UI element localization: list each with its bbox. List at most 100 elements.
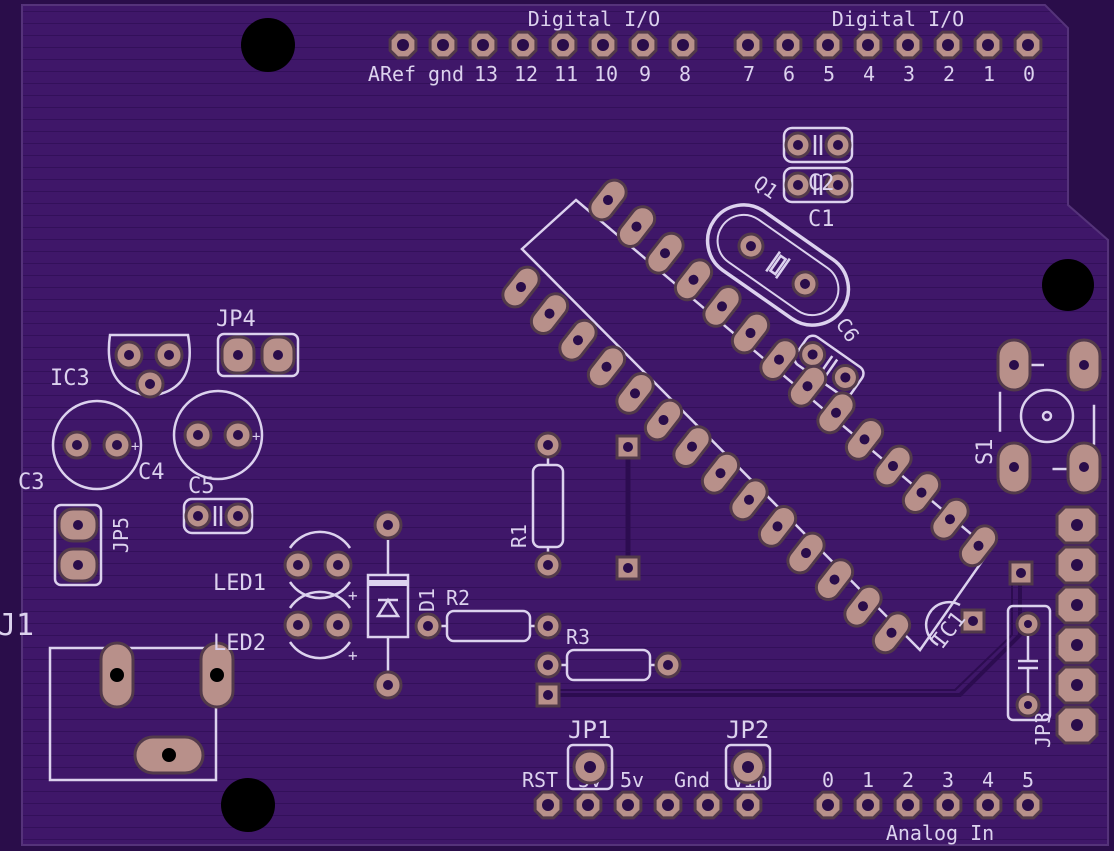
pin-pad-12[interactable]	[508, 30, 538, 60]
d1-diode[interactable]	[366, 510, 410, 700]
ic1-pin-lower-6[interactable]	[640, 395, 686, 444]
icsp-pad-3[interactable]	[1055, 585, 1099, 625]
c5-capacitor[interactable]	[182, 497, 254, 535]
c4-capacitor[interactable]: +	[172, 389, 264, 481]
jp4-jumper[interactable]	[216, 332, 300, 378]
pin-pad-d4[interactable]	[853, 30, 883, 60]
analog-label-a1: 1	[862, 768, 874, 792]
pin-pad-d0[interactable]	[1013, 30, 1043, 60]
label-c3: C3	[18, 470, 45, 495]
c2-capacitor[interactable]	[782, 126, 854, 164]
pin-pad-d6[interactable]	[773, 30, 803, 60]
pin-pad-13[interactable]	[468, 30, 498, 60]
ic1-pin-lower-7[interactable]	[669, 422, 715, 471]
power-pad-3[interactable]	[653, 790, 683, 820]
label-c4: C4	[138, 460, 165, 485]
ic1-pin-lower-2[interactable]	[526, 289, 572, 338]
pin-pad-8[interactable]	[668, 30, 698, 60]
analog-pad-a4[interactable]	[973, 790, 1003, 820]
ic1-pin-lower-3[interactable]	[555, 315, 601, 364]
s1-pushbutton[interactable]	[996, 338, 1102, 495]
ic1-pin-upper-7[interactable]	[756, 335, 802, 384]
ic1-pin-upper-9[interactable]	[813, 388, 859, 437]
ic1-pin-lower-9[interactable]	[726, 475, 772, 524]
analog-pad-a0[interactable]	[813, 790, 843, 820]
pin-pad-d7[interactable]	[733, 30, 763, 60]
analog-pad-a1[interactable]	[853, 790, 883, 820]
ic3-regulator[interactable]	[107, 333, 191, 399]
ic1-pin-lower-11[interactable]	[783, 528, 829, 577]
icsp-pad-4[interactable]	[1055, 625, 1099, 665]
r3-resistor[interactable]	[534, 648, 682, 682]
pin-pad-10[interactable]	[588, 30, 618, 60]
pin-label-d2: 2	[943, 62, 955, 86]
analog-pad-a3[interactable]	[933, 790, 963, 820]
label-r3: R3	[566, 625, 590, 649]
right-header[interactable]	[1055, 505, 1099, 745]
icsp-pad-1[interactable]	[1055, 505, 1099, 545]
top-header[interactable]	[388, 30, 1043, 60]
pin-pad-d3[interactable]	[893, 30, 923, 60]
ic1-pin-lower-8[interactable]	[697, 448, 743, 497]
led1[interactable]: +	[283, 530, 358, 605]
c3-capacitor[interactable]: +	[51, 399, 143, 491]
pin-pad-d5[interactable]	[813, 30, 843, 60]
pin-pad-d1[interactable]	[973, 30, 1003, 60]
ic1-pin-lower-1[interactable]	[498, 262, 544, 311]
r2-resistor[interactable]	[414, 609, 562, 643]
pin-pad-9[interactable]	[628, 30, 658, 60]
ic1-pin-upper-2[interactable]	[613, 202, 659, 251]
power-pad-0[interactable]	[533, 790, 563, 820]
bottom-header[interactable]	[533, 790, 1043, 820]
ic1-pin-upper-5[interactable]	[699, 282, 745, 331]
icsp-pad-5[interactable]	[1055, 665, 1099, 705]
led2[interactable]: +	[283, 590, 358, 665]
jp5-jumper[interactable]	[53, 503, 103, 587]
analog-pad-a5[interactable]	[1013, 790, 1043, 820]
r1-resistor[interactable]	[531, 431, 565, 579]
label-j1: J1	[0, 608, 34, 643]
ic1-pin-lower-14[interactable]	[868, 608, 914, 657]
power-pad-1[interactable]	[573, 790, 603, 820]
jp2-jumper[interactable]	[724, 743, 772, 791]
j1-power-jack[interactable]	[48, 641, 235, 782]
pin-label-d6: 6	[783, 62, 795, 86]
c1-capacitor[interactable]	[782, 166, 854, 204]
jp3-jumper[interactable]	[1006, 604, 1052, 722]
ic1-pin-upper-8[interactable]	[784, 361, 830, 410]
analog-label-a2: 2	[902, 768, 914, 792]
power-pad-5[interactable]	[733, 790, 763, 820]
ic1-pin-lower-13[interactable]	[840, 581, 886, 630]
pin-pad-gnd[interactable]	[428, 30, 458, 60]
power-pad-2[interactable]	[613, 790, 643, 820]
icsp-pad-2[interactable]	[1055, 545, 1099, 585]
ic1-pin-lower-10[interactable]	[754, 502, 800, 551]
power-pad-4[interactable]	[693, 790, 723, 820]
ic1-pin-upper-12[interactable]	[898, 468, 944, 517]
pin-label-9: 9	[639, 62, 651, 86]
q1-crystal[interactable]	[693, 191, 862, 339]
ic1-pin-upper-4[interactable]	[670, 255, 716, 304]
pin-pad-11[interactable]	[548, 30, 578, 60]
jp1-jumper[interactable]	[566, 743, 614, 791]
ic1-pin-upper-10[interactable]	[841, 415, 887, 464]
ic1-pin-upper-6[interactable]	[727, 308, 773, 357]
ic1-pin-upper-1[interactable]	[585, 175, 631, 224]
svg-text:+: +	[348, 646, 358, 665]
label-jp1: JP1	[568, 716, 611, 744]
icsp-pad-6[interactable]	[1055, 705, 1099, 745]
ic1-pin-upper-13[interactable]	[927, 494, 973, 543]
ic1-pin-lower-4[interactable]	[583, 342, 629, 391]
label-c5: C5	[188, 474, 215, 499]
c6-capacitor[interactable]	[791, 333, 866, 400]
analog-pad-a2[interactable]	[893, 790, 923, 820]
ic1-pin-lower-5[interactable]	[612, 369, 658, 418]
ic1-pin-upper-14[interactable]	[955, 521, 1001, 570]
ic1-pin-lower-12[interactable]	[811, 555, 857, 604]
pin-pad-aref[interactable]	[388, 30, 418, 60]
pin-pad-d2[interactable]	[933, 30, 963, 60]
ic1-pin-upper-3[interactable]	[642, 228, 688, 277]
ic1-microcontroller[interactable]	[498, 175, 1002, 657]
ic1-pin-upper-11[interactable]	[870, 441, 916, 490]
